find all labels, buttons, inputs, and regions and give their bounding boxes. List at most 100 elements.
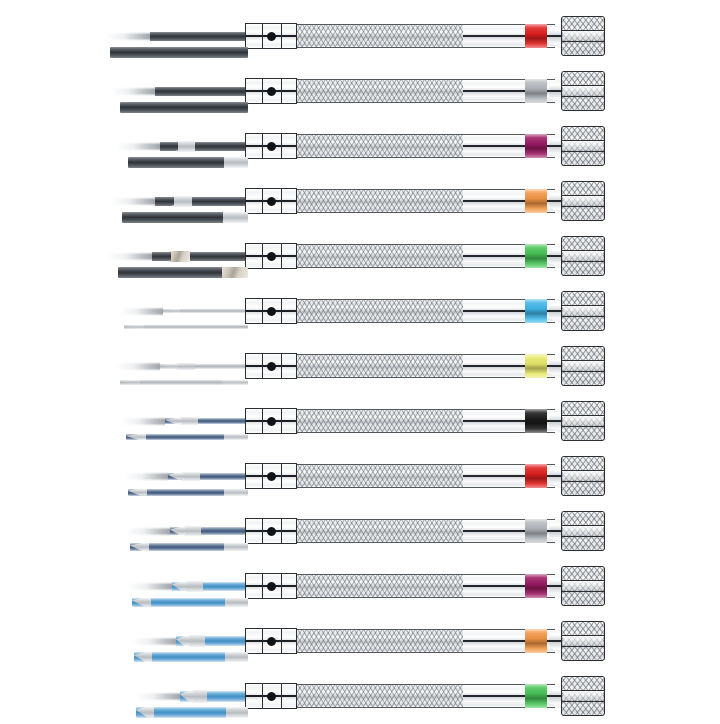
screwdriver-12[interactable]: [0, 613, 720, 669]
screwdriver-4[interactable]: [0, 173, 720, 229]
color-band-green: [525, 243, 547, 269]
spare-blade-7[interactable]: [120, 379, 248, 385]
swivel-cap[interactable]: [561, 236, 605, 276]
chuck-collar[interactable]: [245, 23, 297, 49]
chuck-collar[interactable]: [245, 628, 297, 654]
screwdriver-6[interactable]: [0, 283, 720, 339]
set-screw-dot-icon[interactable]: [266, 636, 276, 646]
knurled-barrel[interactable]: [297, 574, 463, 598]
swivel-cap[interactable]: [561, 181, 605, 221]
screwdriver-2[interactable]: [0, 63, 720, 119]
knurled-barrel[interactable]: [297, 409, 463, 433]
color-band-grey: [525, 518, 547, 544]
knurled-barrel[interactable]: [297, 519, 463, 543]
set-screw-dot-icon[interactable]: [266, 86, 276, 96]
swivel-cap[interactable]: [561, 511, 605, 551]
knurled-barrel[interactable]: [297, 299, 463, 323]
swivel-cap[interactable]: [561, 621, 605, 661]
cap-highlight: [563, 415, 603, 425]
swivel-cap[interactable]: [561, 291, 605, 331]
spare-blade-tip: [120, 379, 140, 385]
knurled-barrel[interactable]: [297, 24, 463, 48]
spare-blade-13[interactable]: [136, 706, 248, 718]
knurled-barrel[interactable]: [297, 629, 463, 653]
set-screw-dot-icon[interactable]: [266, 361, 276, 371]
spare-blade-6[interactable]: [124, 325, 248, 329]
screwdriver-5[interactable]: [0, 228, 720, 284]
spare-blade-5[interactable]: [118, 266, 248, 278]
swivel-cap[interactable]: [561, 126, 605, 166]
chuck-collar[interactable]: [245, 188, 297, 214]
chuck-collar[interactable]: [245, 78, 297, 104]
spare-blade-8[interactable]: [126, 434, 248, 440]
chuck-collar[interactable]: [245, 683, 297, 709]
knurled-barrel[interactable]: [297, 244, 463, 268]
screwdriver-7[interactable]: [0, 338, 720, 394]
screwdriver-11[interactable]: [0, 558, 720, 614]
set-screw-dot-icon[interactable]: [266, 526, 276, 536]
color-band-black: [525, 408, 547, 434]
cap-ring-upper: [562, 304, 604, 307]
screwdriver-13[interactable]: [0, 668, 720, 724]
knurled-barrel[interactable]: [297, 79, 463, 103]
screwdriver-9[interactable]: [0, 448, 720, 504]
chuck-collar[interactable]: [245, 518, 297, 544]
spare-blade-tip: [110, 46, 132, 58]
swivel-cap[interactable]: [561, 566, 605, 606]
neck-axis-line: [463, 145, 555, 147]
set-screw-dot-icon[interactable]: [266, 251, 276, 261]
chuck-collar[interactable]: [245, 353, 297, 379]
tip-reflection: [108, 251, 152, 261]
swivel-cap[interactable]: [561, 456, 605, 496]
set-screw-dot-icon[interactable]: [266, 306, 276, 316]
chuck-collar[interactable]: [245, 243, 297, 269]
set-screw-dot-icon[interactable]: [266, 196, 276, 206]
swivel-cap[interactable]: [561, 401, 605, 441]
spare-blade-3[interactable]: [128, 156, 248, 168]
swivel-cap[interactable]: [561, 71, 605, 111]
blade-ferrule: [186, 580, 203, 592]
color-band-red: [525, 23, 547, 49]
set-screw-dot-icon[interactable]: [266, 581, 276, 591]
swivel-cap[interactable]: [561, 676, 605, 716]
spare-blade-1[interactable]: [110, 46, 248, 58]
knurled-barrel[interactable]: [297, 464, 463, 488]
screwdriver-8[interactable]: [0, 393, 720, 449]
swivel-cap[interactable]: [561, 346, 605, 386]
chuck-collar[interactable]: [245, 463, 297, 489]
set-screw-dot-icon[interactable]: [266, 691, 276, 701]
spare-blade-4[interactable]: [122, 211, 248, 223]
knurled-barrel[interactable]: [297, 134, 463, 158]
knurled-barrel[interactable]: [297, 354, 463, 378]
set-screw-dot-icon[interactable]: [266, 31, 276, 41]
cap-highlight: [563, 470, 603, 480]
screwdriver-3[interactable]: [0, 118, 720, 174]
cap-highlight: [563, 30, 603, 40]
set-screw-dot-icon[interactable]: [266, 471, 276, 481]
neck-axis-line: [463, 585, 555, 587]
knurled-barrel[interactable]: [297, 189, 463, 213]
barrel-neck: [463, 408, 555, 434]
chuck-collar[interactable]: [245, 298, 297, 324]
spare-blade-2[interactable]: [120, 101, 248, 113]
blade-shaft: [170, 527, 248, 535]
screwdriver-1[interactable]: [0, 8, 720, 64]
barrel-neck: [463, 133, 555, 159]
spare-blade-9[interactable]: [128, 488, 248, 496]
chuck-collar[interactable]: [245, 573, 297, 599]
spare-blade-10[interactable]: [130, 543, 248, 551]
spare-blade-12[interactable]: [134, 652, 248, 662]
set-screw-dot-icon[interactable]: [266, 416, 276, 426]
cap-ring-lower: [562, 645, 604, 647]
neck-axis-line: [463, 530, 555, 532]
set-screw-dot-icon[interactable]: [266, 141, 276, 151]
knurled-barrel[interactable]: [297, 684, 463, 708]
spare-blade-shaft: [134, 652, 248, 662]
cap-highlight: [563, 360, 603, 370]
spare-blade-11[interactable]: [132, 597, 248, 607]
chuck-collar[interactable]: [245, 408, 297, 434]
screwdriver-10[interactable]: [0, 503, 720, 559]
blade-flat: [176, 635, 248, 647]
chuck-collar[interactable]: [245, 133, 297, 159]
swivel-cap[interactable]: [561, 16, 605, 56]
